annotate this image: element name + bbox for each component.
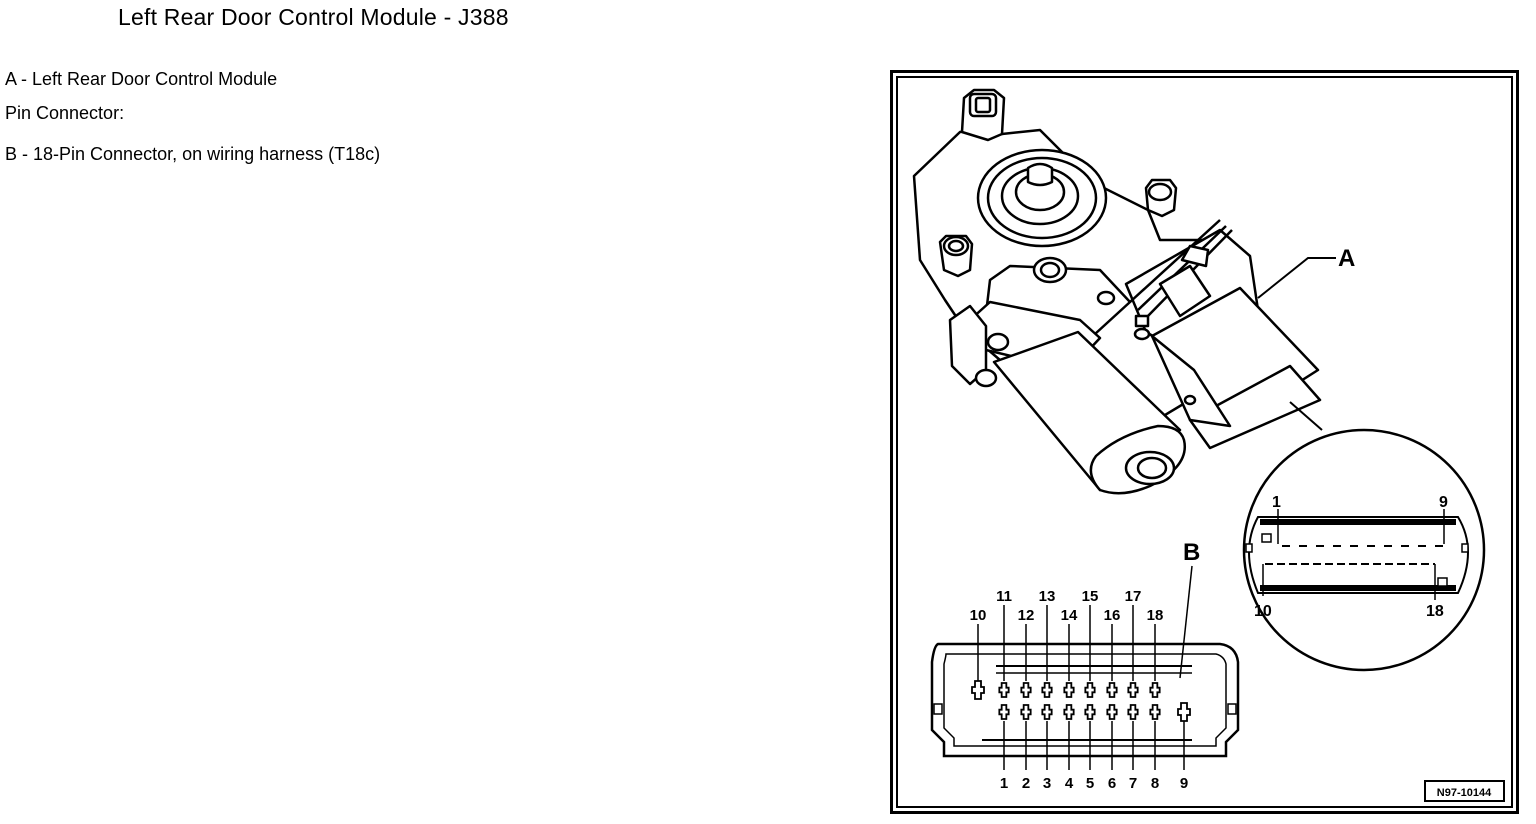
figure-id-box [1424,780,1505,802]
legend-item-a: A - Left Rear Door Control Module [5,69,278,89]
connector-pin-4 [1063,704,1075,720]
pin-label-12: 12 [1018,607,1035,624]
connector-pin-15 [1084,682,1096,698]
inset-circle [1242,428,1486,672]
connector-pin-17 [1127,682,1139,698]
diagram-outer-border [890,70,1519,814]
pin-connector-heading: Pin Connector: [5,103,125,123]
connector-pin-1 [998,704,1010,720]
connector-pin-8 [1149,704,1161,720]
connector-pin-5 [1084,704,1096,720]
pin-label-4: 4 [1065,775,1074,792]
connector-pin-7 [1127,704,1139,720]
page-title: Left Rear Door Control Module - J388 [118,4,509,30]
connector-pin-9 [1177,702,1191,722]
inset-pin-9-label: 9 [1439,494,1448,511]
pin-label-5: 5 [1086,775,1094,792]
pin-label-7: 7 [1129,775,1137,792]
pin-label-8: 8 [1151,775,1159,792]
inset-pin-18-label: 18 [1426,603,1444,620]
diagram-inner-border [896,76,1513,808]
callout-a-label: A [1338,245,1355,272]
pin-label-10: 10 [970,607,987,624]
pin-label-11: 11 [996,588,1012,605]
connector-pin-13 [1041,682,1053,698]
connector-pin-3 [1041,704,1053,720]
inset-pin-face: 1 9 10 18 [1242,428,1486,672]
pin-label-13: 13 [1039,588,1056,605]
pin-label-15: 15 [1082,588,1099,605]
connector-pin-14 [1063,682,1075,698]
pin-label-16: 16 [1104,607,1121,624]
connector-pin-2 [1020,704,1032,720]
window-motor-drawing [912,88,1322,495]
connector-pin-6 [1106,704,1118,720]
pin-label-17: 17 [1125,588,1142,605]
connector-pin-18 [1149,682,1161,698]
inset-pin-1-label: 1 [1272,494,1281,511]
connector-pin-16 [1106,682,1118,698]
pin-label-14: 14 [1061,607,1078,624]
legend-item-b: B - 18-Pin Connector, on wiring harness … [5,144,381,164]
callout-b-label: B [1183,539,1200,566]
pin-label-18: 18 [1147,607,1164,624]
figure-id: N97-10144 [1437,787,1492,799]
pin-label-6: 6 [1108,775,1116,792]
connector-pin-grid [971,680,1191,722]
pin-label-1: 1 [1000,775,1008,792]
pin-label-2: 2 [1022,775,1030,792]
pin-label-9: 9 [1180,775,1188,792]
connector-pin-11 [998,682,1010,698]
connector-pin-10 [971,680,985,700]
pin-label-3: 3 [1043,775,1051,792]
inset-pin-10-label: 10 [1254,603,1272,620]
connector-pin-12 [1020,682,1032,698]
harness-connector-t18c [930,642,1240,758]
